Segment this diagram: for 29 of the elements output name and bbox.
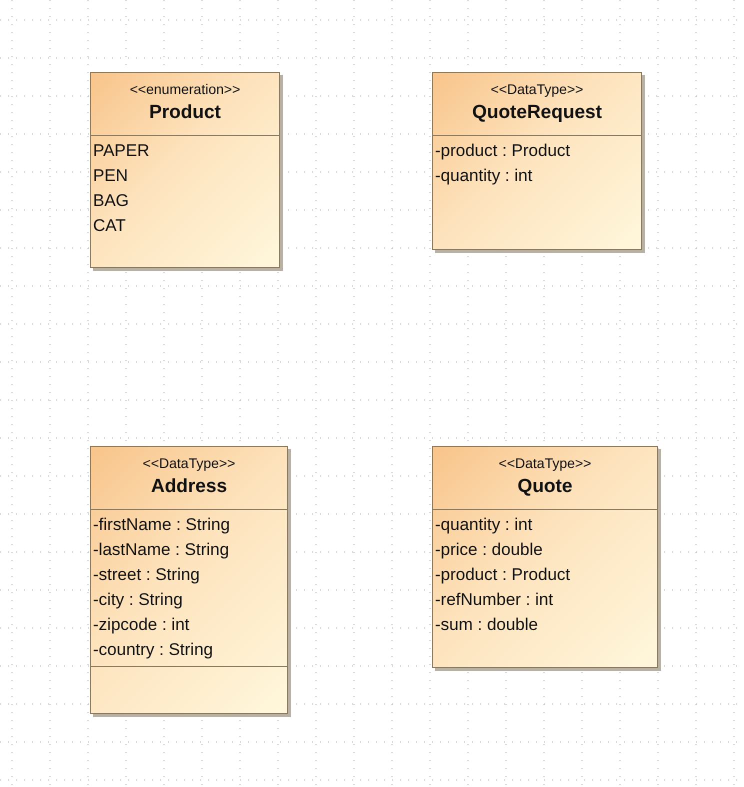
attribute-text: BAG: [93, 190, 129, 212]
class-name: QuoteRequest: [472, 101, 602, 125]
stereotype-label: <<DataType>>: [498, 454, 592, 473]
attribute-text: -street : String: [93, 564, 200, 586]
attribute-text: -price : double: [435, 539, 543, 561]
class-name: Quote: [518, 475, 572, 499]
stereotype-label: <<DataType>>: [490, 80, 584, 99]
class-box: [90, 446, 288, 714]
attribute-text: -lastName : String: [93, 539, 230, 561]
attribute-text: -firstName : String: [93, 514, 230, 536]
class-name: Product: [149, 101, 221, 125]
attribute-text: -quantity : int: [435, 514, 532, 536]
class-box: [432, 72, 642, 250]
attribute-text: -product : Product: [435, 140, 570, 162]
attribute-text: -city : String: [93, 589, 183, 611]
class-box: [432, 446, 658, 668]
attribute-text: -country : String: [93, 639, 213, 661]
attribute-text: -refNumber : int: [435, 589, 554, 611]
stereotype-label: <<enumeration>>: [130, 80, 240, 99]
attribute-text: -zipcode : int: [93, 614, 190, 636]
class-name: Address: [150, 475, 228, 499]
attribute-text: PAPER: [93, 140, 150, 162]
attribute-text: PEN: [93, 165, 128, 187]
attribute-text: CAT: [93, 215, 126, 237]
stereotype-label: <<DataType>>: [142, 454, 236, 473]
attribute-text: -quantity : int: [435, 165, 532, 187]
attribute-text: -sum : double: [435, 614, 538, 636]
attribute-text: -product : Product: [435, 564, 570, 586]
class-box: [90, 72, 280, 268]
